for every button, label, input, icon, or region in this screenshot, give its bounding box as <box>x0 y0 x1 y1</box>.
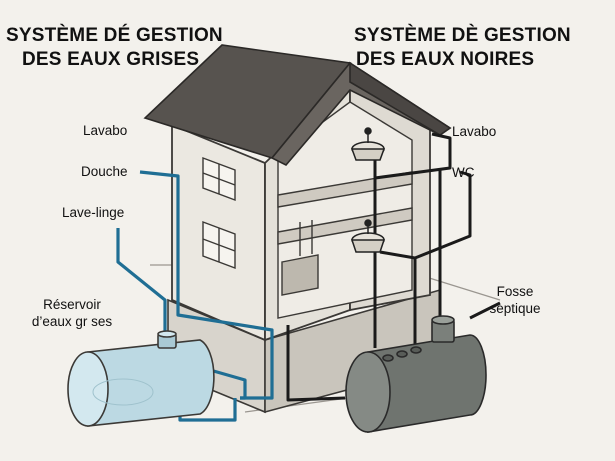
upper-floor-slab <box>277 171 413 208</box>
label-wc: WC <box>452 165 475 180</box>
septic-tank <box>345 315 487 433</box>
house-roof <box>143 44 452 166</box>
grey-water-title: SYSTÈME DÉ GESTION DES EAUX GRISES <box>6 24 223 72</box>
interior-bench <box>281 254 319 296</box>
label-douche: Douche <box>81 164 128 179</box>
black-water-fixtures <box>350 127 386 253</box>
black-water-title-line1: SYSTÈME DÈ GESTION <box>354 25 571 46</box>
sink-lower <box>350 219 386 253</box>
label-grey-lavabo: Lavabo <box>83 123 128 138</box>
label-black-lavabo: Lavabo <box>452 124 497 139</box>
grey-water-title-line2: DES EAUX GRISES <box>22 49 200 70</box>
label-fosse-septique: Fosse septique <box>478 283 552 317</box>
label-reservoir-line2: d’eaux gr ses <box>31 314 113 329</box>
grey-water-title-line1: SYSTÈME DÉ GESTION <box>6 25 223 46</box>
label-lave-linge: Lave-linge <box>62 205 125 220</box>
label-reservoir-line1: Réservoir <box>43 297 101 312</box>
label-fosse-line2: septique <box>489 301 541 316</box>
label-fosse-line1: Fosse <box>496 284 534 299</box>
house-windows <box>202 156 236 270</box>
sink-upper <box>350 127 386 161</box>
black-water-pipes <box>286 132 501 402</box>
label-reservoir: Réservoir d’eaux gr ses <box>20 296 124 330</box>
grey-water-reservoir <box>67 330 215 427</box>
black-water-title-line2: DES EAUX NOIRES <box>356 49 535 70</box>
black-water-title: SYSTÈME DÈ GESTION DES EAUX NOIRES <box>354 24 571 72</box>
